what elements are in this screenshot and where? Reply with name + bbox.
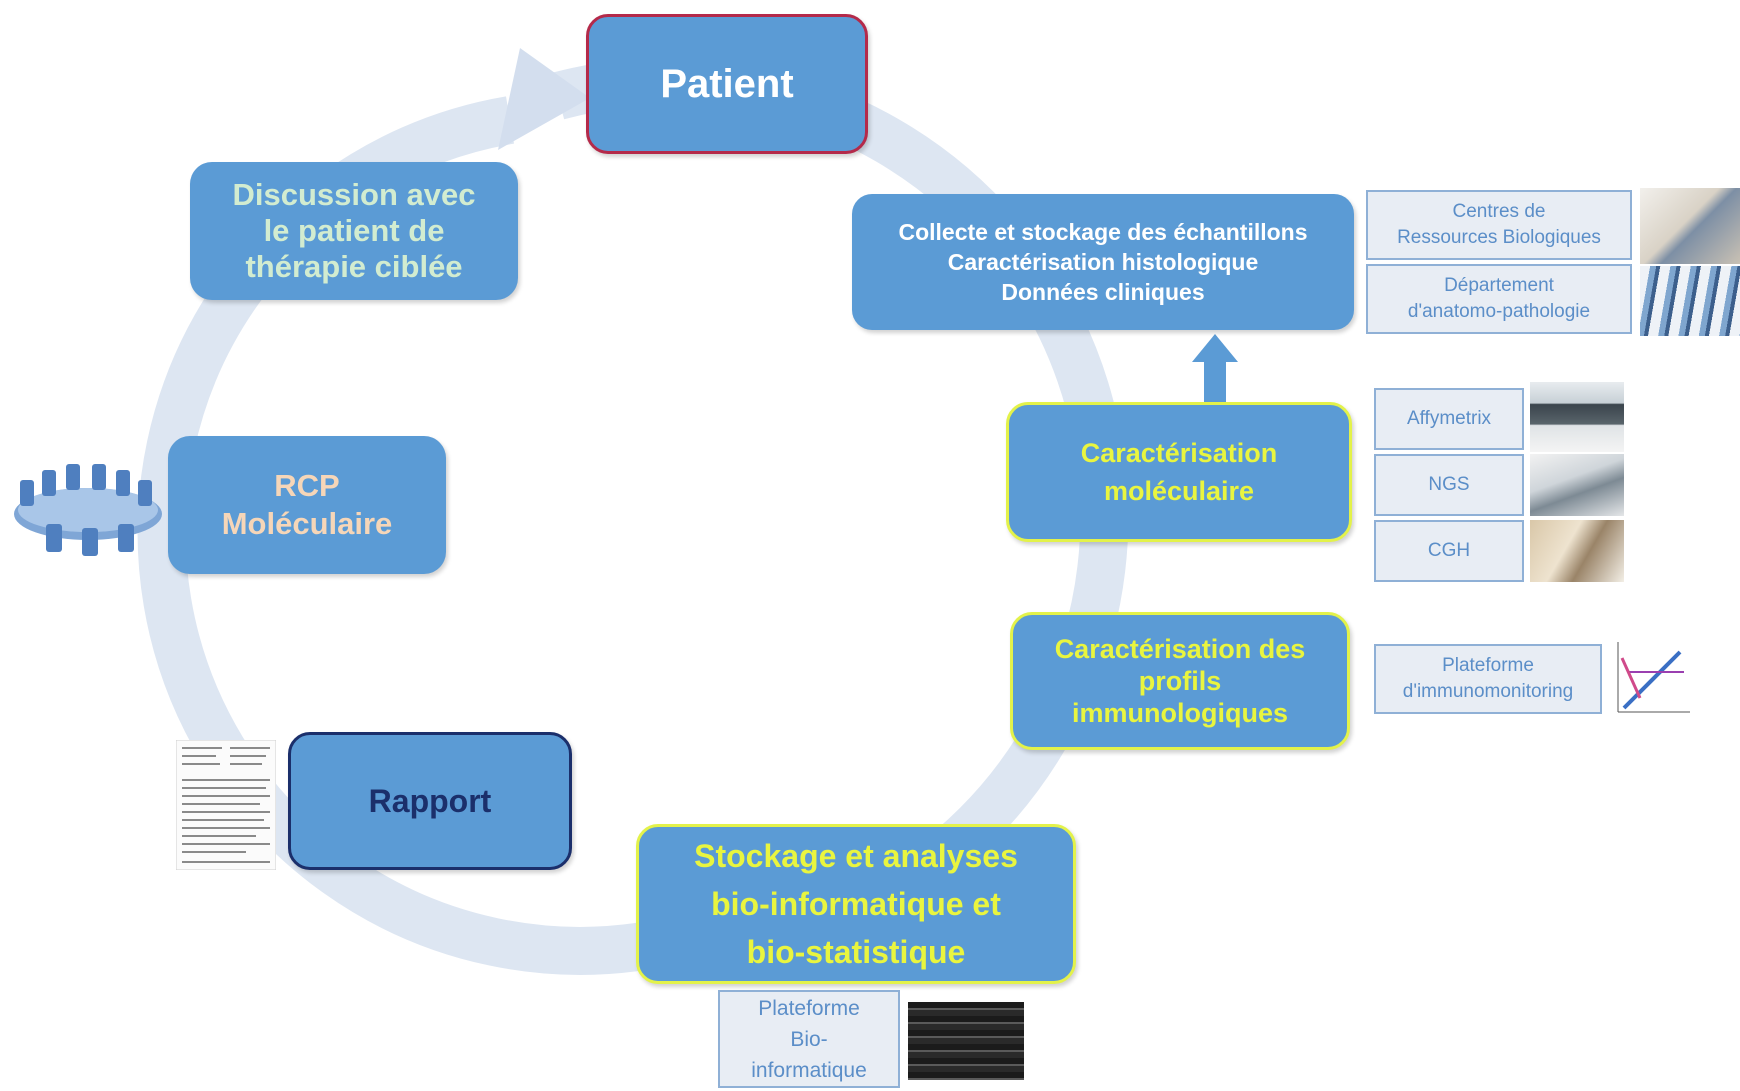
cgh-lab-photo: [1530, 520, 1624, 582]
rcp-line-1: RCP: [274, 468, 340, 503]
up-arrow-head: [1192, 334, 1238, 362]
rcp-line-2: Moléculaire: [221, 506, 393, 541]
crb-line-1: Centres de: [1452, 201, 1546, 222]
rapport-node: Rapport: [288, 732, 572, 870]
discussion-line-3: thérapie ciblée: [245, 249, 463, 284]
bioinfo-line-1: Plateforme: [758, 996, 860, 1020]
pathology-slides-photo: [1640, 266, 1740, 336]
moleculaire-line-1: Caractérisation: [1080, 438, 1278, 468]
moleculaire-node: Caractérisation moléculaire: [1006, 402, 1352, 542]
flow-cytometry-plot: [1610, 638, 1694, 720]
cgh-label: CGH: [1427, 540, 1471, 561]
anapath-line-2: d'anatomo-pathologie: [1407, 301, 1591, 322]
rapport-label: Rapport: [368, 782, 492, 819]
meeting-table-illustration: [14, 464, 162, 556]
ngs-label: NGS: [1428, 474, 1470, 495]
immuno-line-2: profils: [1138, 666, 1222, 696]
platform-bioinfo: Plateforme Bio- informatique: [718, 990, 900, 1088]
discussion-line-2: le patient de: [263, 213, 445, 248]
affymetrix-machine-photo: [1530, 382, 1624, 452]
patient-label: Patient: [660, 61, 794, 106]
platform-crb: Centres de Ressources Biologiques: [1366, 190, 1632, 260]
platform-anapath: Département d'anatomo-pathologie: [1366, 264, 1632, 334]
discussion-line-1: Discussion avec: [232, 177, 476, 212]
immuno-line-1: Caractérisation des: [1054, 634, 1306, 664]
stockage-node: Stockage et analyses bio-informatique et…: [636, 824, 1076, 984]
stockage-line-2: bio-informatique et: [711, 886, 1001, 922]
discussion-node: Discussion avec le patient de thérapie c…: [190, 162, 518, 300]
collecte-line-3: Données cliniques: [1001, 279, 1205, 305]
immuno-line-3: immunologiques: [1072, 698, 1288, 728]
immunomonitoring-line-2: d'immunomonitoring: [1402, 681, 1574, 702]
lab-freezer-photo: [1640, 188, 1740, 264]
moleculaire-line-2: moléculaire: [1103, 476, 1255, 506]
bioinfo-line-3: informatique: [751, 1058, 867, 1082]
platform-ngs: NGS: [1374, 454, 1524, 516]
stockage-line-1: Stockage et analyses: [694, 838, 1018, 874]
bioinfo-line-2: Bio-: [790, 1027, 828, 1051]
platform-cgh: CGH: [1374, 520, 1524, 582]
report-document-thumbnail: [176, 740, 276, 870]
rcp-node: RCP Moléculaire: [168, 436, 446, 574]
immunomonitoring-line-1: Plateforme: [1442, 655, 1534, 676]
immuno-node: Caractérisation des profils immunologiqu…: [1010, 612, 1350, 750]
collecte-line-1: Collecte et stockage des échantillons: [898, 219, 1308, 245]
affymetrix-label: Affymetrix: [1406, 408, 1492, 429]
collecte-line-2: Caractérisation histologique: [947, 249, 1259, 275]
server-rack-photo: [908, 1002, 1024, 1080]
platform-immunomonitoring: Plateforme d'immunomonitoring: [1374, 644, 1602, 714]
stockage-line-3: bio-statistique: [746, 934, 966, 970]
crb-line-2: Ressources Biologiques: [1397, 227, 1601, 248]
ngs-sequencer-photo: [1530, 454, 1624, 516]
cycle-arrowhead: [498, 48, 590, 150]
patient-node: Patient: [586, 14, 868, 154]
collecte-node: Collecte et stockage des échantillons Ca…: [852, 194, 1354, 330]
up-arrow-shaft: [1204, 360, 1226, 404]
platform-affymetrix: Affymetrix: [1374, 388, 1524, 450]
anapath-line-1: Département: [1444, 275, 1554, 296]
